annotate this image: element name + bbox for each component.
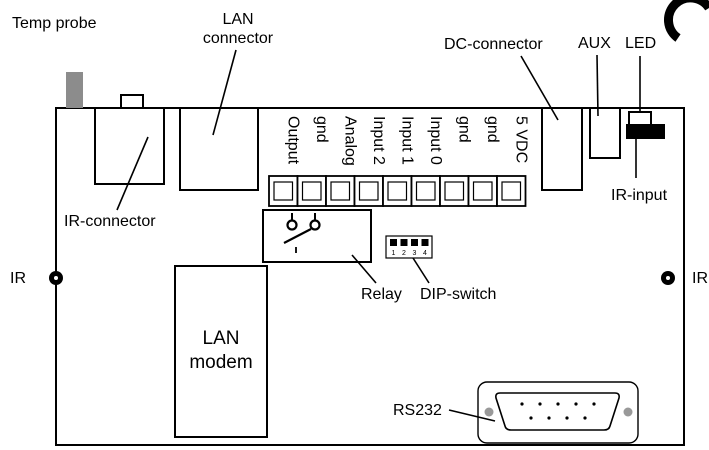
terminal-screw-5 bbox=[387, 181, 408, 201]
ir-left-hole-center bbox=[54, 276, 58, 280]
label-lan-modem-line1: LAN bbox=[203, 328, 240, 349]
cropped-logo-mark bbox=[664, 0, 709, 42]
terminal-3 bbox=[325, 175, 356, 207]
terminal-screw-6 bbox=[415, 181, 436, 201]
label-rs232: RS232 bbox=[393, 402, 442, 419]
dip-number-3: 3 bbox=[413, 250, 417, 257]
led-housing bbox=[628, 111, 652, 126]
label-ir-right: IR bbox=[692, 270, 708, 287]
dip-switch-body bbox=[385, 235, 433, 259]
leader-rs232 bbox=[448, 409, 496, 422]
label-ir-input: IR-input bbox=[611, 187, 668, 204]
label-lan-connector-line2: connector bbox=[203, 30, 274, 47]
rs232-pins bbox=[520, 402, 596, 420]
rs232-screw-right bbox=[623, 407, 633, 417]
leader-dip-switch bbox=[412, 257, 430, 284]
terminal-label-3: Analog bbox=[341, 116, 358, 166]
ir-right-hole-center bbox=[666, 276, 670, 280]
dip-number-2: 2 bbox=[402, 250, 406, 257]
rs232-pin-bottom-2 bbox=[547, 416, 551, 420]
rs232-pin-top-2 bbox=[538, 402, 542, 406]
terminal-label-8: gnd bbox=[484, 116, 501, 143]
dip-toggle-1 bbox=[390, 239, 397, 246]
terminal-5 bbox=[382, 175, 413, 207]
terminal-label-2: gnd bbox=[313, 116, 330, 143]
ir-connector-tab bbox=[120, 94, 144, 109]
rs232-pin-top-1 bbox=[520, 402, 524, 406]
terminal-screw-7 bbox=[444, 181, 465, 201]
terminal-4 bbox=[353, 175, 384, 207]
terminal-screw-4 bbox=[358, 181, 379, 201]
leader-ir-connector bbox=[116, 136, 149, 211]
terminal-label-7: gnd bbox=[455, 116, 472, 143]
terminal-8 bbox=[467, 175, 498, 207]
dip-toggle-2 bbox=[400, 239, 408, 246]
label-aux: AUX bbox=[578, 35, 611, 52]
rs232-pin-bottom-4 bbox=[583, 416, 587, 420]
rs232-pin-bottom-3 bbox=[565, 416, 569, 420]
rs232-pin-top-5 bbox=[592, 402, 596, 406]
relay-switch-arm bbox=[283, 228, 312, 244]
terminal-2 bbox=[296, 175, 327, 207]
leader-dc-connector bbox=[520, 55, 559, 121]
terminal-label-9: 5 VDC bbox=[512, 116, 529, 163]
rs232-pin-top-3 bbox=[556, 402, 560, 406]
terminal-label-5: Input 1 bbox=[398, 116, 415, 165]
leader-relay bbox=[351, 254, 377, 284]
rs232-port bbox=[495, 392, 620, 431]
terminal-label-6: Input 0 bbox=[427, 116, 444, 165]
terminal-label-4: Input 2 bbox=[370, 116, 387, 165]
terminal-screw-3 bbox=[330, 181, 351, 201]
dip-toggle-4 bbox=[421, 239, 429, 246]
rs232-pin-top-4 bbox=[574, 402, 578, 406]
relay-contact-right bbox=[309, 219, 321, 231]
led-lens bbox=[640, 124, 648, 132]
ir-connector bbox=[94, 107, 165, 185]
lan-connector bbox=[179, 107, 259, 191]
relay bbox=[262, 209, 372, 263]
dip-number-1: 1 bbox=[392, 250, 396, 257]
terminal-7 bbox=[439, 175, 470, 207]
rs232-pin-bottom-1 bbox=[529, 416, 533, 420]
terminal-9 bbox=[496, 175, 527, 207]
dip-toggle-3 bbox=[411, 239, 418, 246]
label-relay: Relay bbox=[361, 286, 402, 303]
label-led: LED bbox=[625, 35, 656, 52]
terminal-screw-2 bbox=[301, 181, 322, 201]
label-dip-switch: DIP-switch bbox=[420, 286, 496, 303]
relay-contact-left bbox=[286, 219, 298, 231]
dip-number-4: 4 bbox=[423, 250, 427, 257]
label-ir-connector: IR-connector bbox=[64, 213, 156, 230]
label-temp-probe: Temp probe bbox=[12, 15, 97, 32]
terminal-screw-9 bbox=[501, 181, 522, 201]
terminal-screw-1 bbox=[273, 181, 294, 201]
label-ir-left: IR bbox=[10, 270, 26, 287]
label-lan-modem-line2: modem bbox=[189, 352, 252, 373]
terminal-screw-8 bbox=[472, 181, 493, 201]
leader-aux bbox=[596, 54, 599, 117]
terminal-label-1: Output bbox=[284, 116, 301, 165]
aux-port bbox=[589, 107, 621, 159]
leader-lan-connector bbox=[212, 49, 237, 136]
temp-probe bbox=[66, 72, 83, 108]
dc-connector bbox=[541, 107, 583, 191]
rs232-screw-left bbox=[484, 407, 494, 417]
terminal-1 bbox=[268, 175, 299, 207]
label-lan-connector-line1: LAN bbox=[222, 11, 253, 28]
terminal-6 bbox=[410, 175, 441, 207]
label-dc-connector: DC-connector bbox=[444, 36, 543, 53]
lan-modem bbox=[174, 265, 268, 438]
